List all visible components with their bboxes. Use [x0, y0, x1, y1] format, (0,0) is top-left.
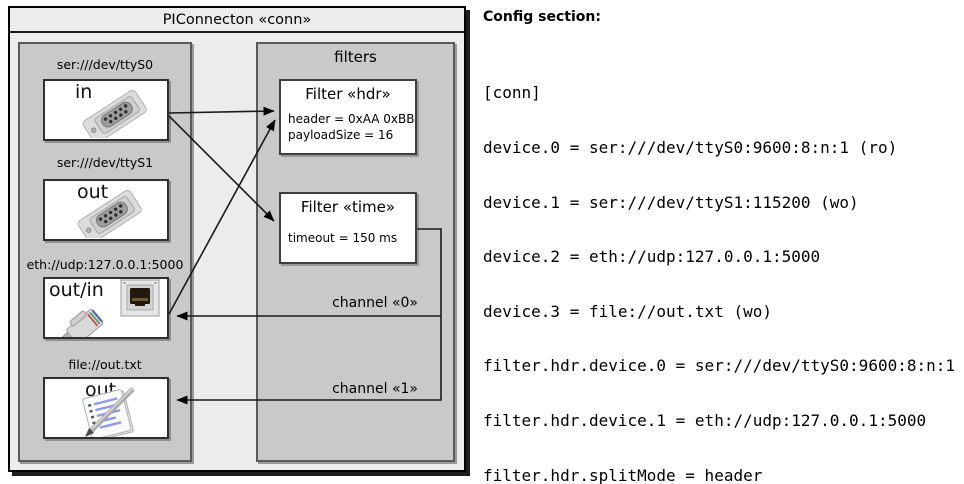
- filter-attribute: header = 0xAA 0xBB: [288, 112, 415, 126]
- device-uri-label-file: file://out.txt: [68, 357, 142, 372]
- config-line: device.1 = ser:///dev/ttyS1:115200 (wo): [483, 192, 859, 212]
- device-uri-label-ttys0: ser:///dev/ttyS0: [56, 57, 154, 72]
- frame-title: PIConnecton «conn»: [10, 8, 464, 33]
- ethernet-connector-icon: [61, 279, 160, 337]
- port-label: out/in: [49, 279, 104, 301]
- channel-0-label: channel «0»: [332, 295, 418, 311]
- device-box-ttys1: out: [43, 179, 169, 241]
- channel-1-label: channel «1»: [332, 381, 418, 397]
- config-section: Config section: [conn] device.0 = ser://…: [483, 9, 955, 484]
- filter-time-box: Filter «time» timeout = 150 ms: [279, 192, 417, 264]
- config-line: [conn]: [483, 83, 541, 103]
- filter-hdr-box: Filter «hdr» header = 0xAA 0xBB payloadS…: [279, 79, 417, 155]
- device-uri-label-ttys1: ser:///dev/ttyS1: [56, 155, 154, 170]
- serial-connector-icon: [77, 189, 142, 238]
- filter-title: Filter «hdr»: [305, 85, 391, 103]
- config-lines: [conn] device.0 = ser:///dev/ttyS0:9600:…: [483, 48, 963, 484]
- config-heading: Config section:: [483, 9, 601, 25]
- config-line: device.0 = ser:///dev/ttyS0:9600:8:n:1 (…: [483, 138, 898, 158]
- device-box-ttys0: in: [43, 79, 169, 141]
- config-line: device.3 = file://out.txt (wo): [483, 301, 772, 321]
- config-line: filter.hdr.device.0 = ser:///dev/ttyS0:9…: [483, 356, 956, 376]
- port-label: in: [75, 81, 93, 103]
- filter-attribute: timeout = 150 ms: [288, 231, 398, 245]
- filters-panel-title: filters: [334, 48, 377, 66]
- config-line: filter.hdr.device.1 = eth://udp:127.0.0.…: [483, 411, 927, 431]
- device-uri-label-eth: eth://udp:127.0.0.1:5000: [26, 257, 184, 272]
- device-box-eth: out/in: [43, 277, 169, 339]
- filter-title: Filter «time»: [300, 198, 396, 216]
- filter-attribute: payloadSize = 16: [288, 128, 394, 142]
- config-line: filter.hdr.splitMode = header: [483, 465, 763, 484]
- serial-connector-icon: [82, 89, 147, 138]
- device-box-file: out: [43, 377, 169, 439]
- port-label: out: [77, 181, 109, 203]
- notepad-pen-icon: [82, 387, 135, 437]
- config-line: device.2 = eth://udp:127.0.0.1:5000: [483, 247, 821, 267]
